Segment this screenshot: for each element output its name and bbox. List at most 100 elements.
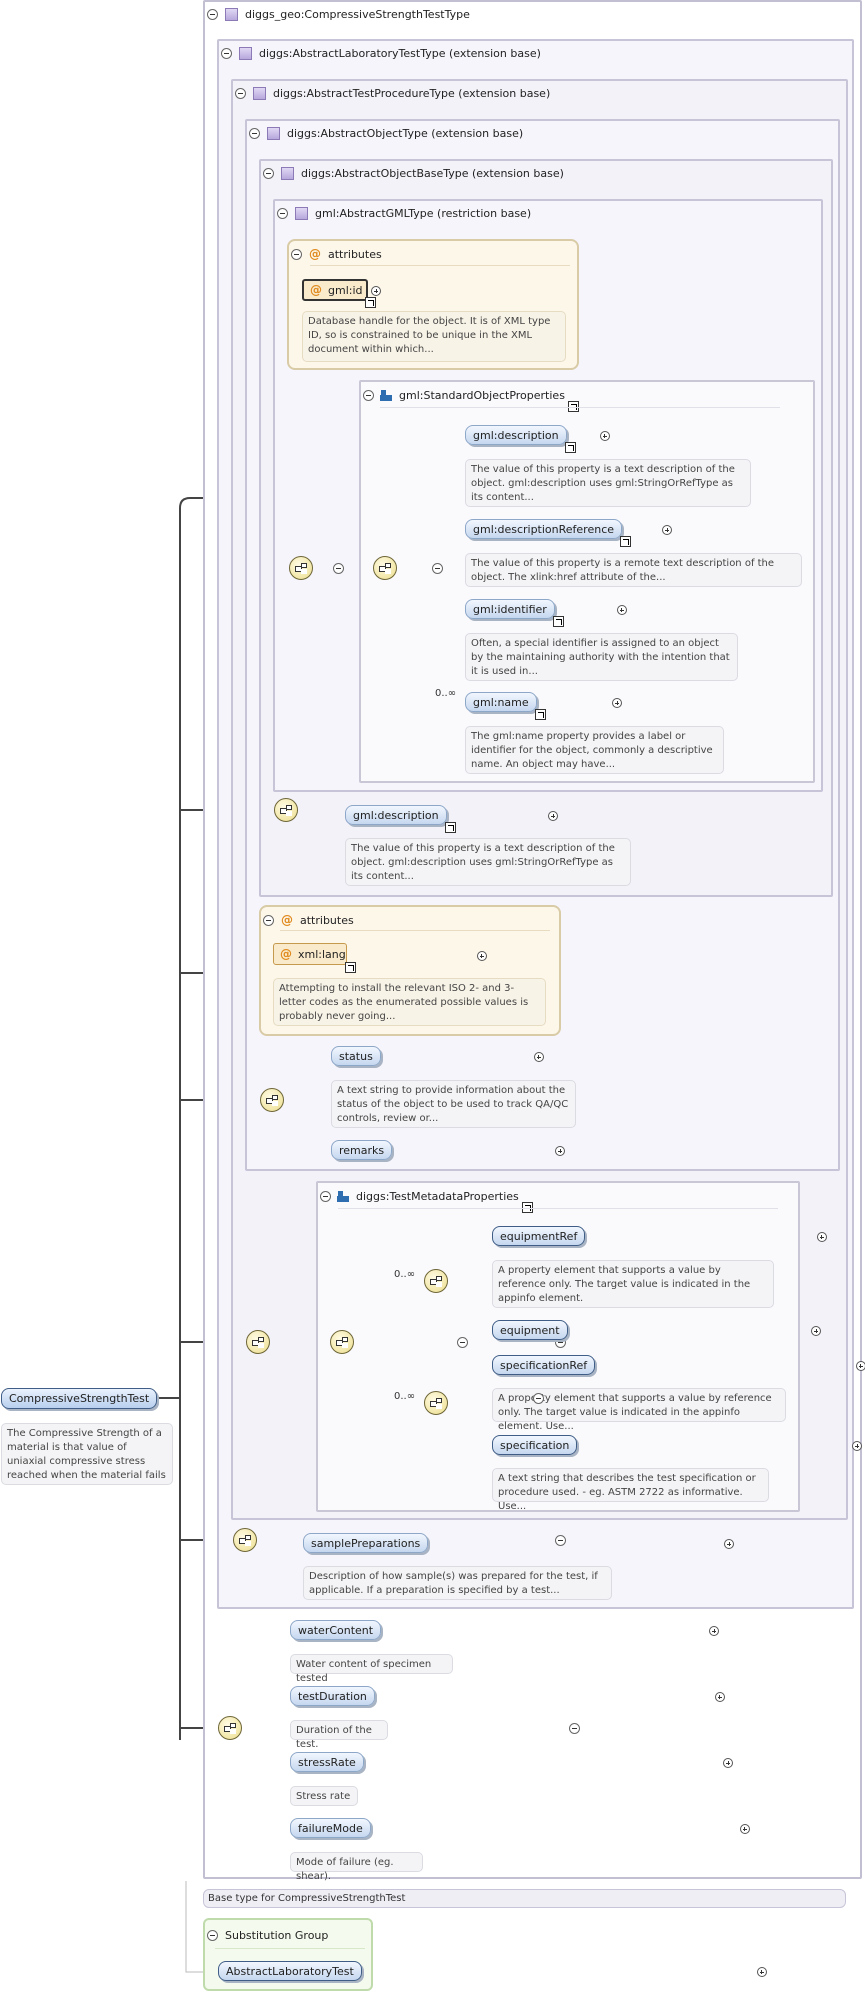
attributes-label: attributes	[300, 913, 354, 927]
expand-icon[interactable]	[739, 1824, 750, 1834]
expand-icon[interactable]	[612, 698, 622, 708]
reference-link-icon[interactable]	[620, 536, 632, 547]
reference-link-icon[interactable]	[534, 709, 546, 720]
expand-icon[interactable]	[371, 286, 381, 296]
group-icon	[381, 389, 392, 401]
element-equipment[interactable]: equipment	[492, 1320, 568, 1340]
expand-icon[interactable]	[756, 1967, 767, 1977]
element-sample-preparations[interactable]: samplePreparations	[303, 1533, 429, 1553]
collapse-toggle[interactable]	[221, 47, 232, 59]
complex-type-icon	[239, 46, 252, 60]
reference-link-icon[interactable]	[365, 297, 376, 308]
element-failure-mode[interactable]: failureMode	[290, 1818, 371, 1838]
collapse-toggle[interactable]	[235, 87, 246, 99]
collapse-toggle[interactable]	[332, 563, 344, 574]
element-doc: A property element that supports a value…	[492, 1260, 774, 1308]
occurrence-label: 0..∞	[435, 688, 457, 699]
divider	[280, 930, 550, 931]
element-gml-name[interactable]: gml:name	[465, 692, 546, 720]
element-doc: A property element that supports a value…	[492, 1388, 786, 1432]
expand-icon[interactable]	[724, 1539, 734, 1549]
collapse-toggle[interactable]	[432, 563, 443, 574]
element-equipment-ref[interactable]: equipmentRef	[492, 1226, 586, 1246]
sequence-compositor-icon[interactable]	[330, 1330, 354, 1354]
divider	[338, 1208, 778, 1209]
reference-link-icon[interactable]	[564, 442, 576, 453]
element-specification-ref[interactable]: specificationRef	[492, 1355, 596, 1375]
expand-icon[interactable]	[555, 1146, 565, 1156]
element-doc: The value of this property is a text des…	[465, 459, 751, 507]
reference-link-icon[interactable]	[444, 822, 456, 833]
expand-icon[interactable]	[548, 811, 558, 821]
collapse-toggle[interactable]	[554, 1535, 566, 1546]
sequence-compositor-icon[interactable]	[246, 1330, 270, 1354]
element-water-content[interactable]: waterContent	[290, 1620, 382, 1640]
expand-icon[interactable]	[533, 1052, 544, 1062]
element-remarks[interactable]: remarks	[331, 1140, 393, 1160]
element-doc: Often, a special identifier is assigned …	[465, 633, 738, 681]
element-gml-identifier[interactable]: gml:identifier	[465, 599, 564, 627]
sequence-compositor-icon[interactable]	[289, 556, 313, 580]
collapse-toggle[interactable]	[320, 1190, 331, 1202]
complex-type-icon	[225, 7, 238, 21]
choice-compositor-icon[interactable]	[424, 1391, 448, 1415]
root-doc: The Compressive Strength of a material i…	[1, 1423, 173, 1485]
element-specification[interactable]: specification	[492, 1435, 578, 1455]
collapse-toggle[interactable]	[207, 1929, 218, 1941]
element-doc: Stress rate	[290, 1786, 358, 1806]
complex-type-icon	[267, 126, 280, 140]
collapse-toggle[interactable]	[249, 127, 260, 139]
sequence-compositor-icon[interactable]	[260, 1088, 284, 1112]
expand-icon[interactable]	[476, 951, 487, 961]
group-header: gml:StandardObjectProperties	[363, 386, 579, 412]
type-label: diggs:AbstractObjectType (extension base…	[287, 126, 524, 140]
choice-compositor-icon[interactable]	[424, 1269, 448, 1293]
reference-link-icon[interactable]	[345, 962, 356, 973]
collapse-toggle[interactable]	[263, 914, 274, 926]
element-gml-description[interactable]: gml:description	[465, 425, 576, 453]
expand-icon[interactable]	[816, 1232, 827, 1242]
element-stress-rate[interactable]: stressRate	[290, 1752, 364, 1772]
expand-icon[interactable]	[723, 1758, 733, 1768]
element-abstract-laboratory-test[interactable]: AbstractLaboratoryTest	[218, 1961, 362, 1981]
reference-link-icon[interactable]	[567, 400, 579, 412]
attribute-icon: @	[280, 947, 292, 961]
sequence-compositor-icon[interactable]	[218, 1716, 242, 1740]
attribute-gml-id[interactable]: @ gml:id	[302, 279, 376, 308]
attribute-name: xml:lang	[298, 947, 346, 961]
substitution-group-header: Substitution Group	[207, 1926, 328, 1944]
collapse-toggle[interactable]	[263, 167, 274, 179]
expand-icon[interactable]	[709, 1626, 719, 1636]
reference-link-icon[interactable]	[521, 1201, 533, 1213]
collapse-toggle[interactable]	[533, 1393, 544, 1404]
collapse-toggle[interactable]	[363, 389, 374, 401]
element-test-duration[interactable]: testDuration	[290, 1686, 375, 1706]
root-element-compressive-strength-test[interactable]: CompressiveStrengthTest	[1, 1388, 158, 1409]
sequence-compositor-icon[interactable]	[373, 556, 397, 580]
element-gml-description-reference[interactable]: gml:descriptionReference	[465, 519, 632, 547]
collapse-toggle[interactable]	[207, 8, 218, 20]
expand-icon[interactable]	[599, 431, 610, 441]
sequence-compositor-icon[interactable]	[274, 798, 298, 822]
collapse-toggle[interactable]	[291, 248, 302, 260]
collapse-toggle[interactable]	[277, 207, 288, 219]
collapse-toggle[interactable]	[568, 1723, 580, 1734]
expand-icon[interactable]	[714, 1692, 725, 1702]
element-gml-description[interactable]: gml:description	[345, 805, 456, 833]
element-status[interactable]: status	[331, 1046, 381, 1066]
expand-icon[interactable]	[852, 1441, 862, 1451]
attribute-doc: Database handle for the object. It is of…	[302, 311, 566, 362]
expand-icon[interactable]	[855, 1361, 865, 1371]
sequence-compositor-icon[interactable]	[233, 1528, 257, 1552]
attributes-header: @ attributes	[263, 911, 354, 929]
attribute-xml-lang[interactable]: @ xml:lang	[273, 943, 356, 973]
type-label: diggs_geo:CompressiveStrengthTestType	[245, 7, 470, 21]
complex-type-icon	[281, 166, 294, 180]
occurrence-label: 0..∞	[394, 1269, 416, 1280]
collapse-toggle[interactable]	[456, 1337, 468, 1348]
expand-icon[interactable]	[811, 1326, 821, 1336]
complex-type-icon	[253, 86, 266, 100]
expand-icon[interactable]	[616, 605, 627, 615]
expand-icon[interactable]	[662, 525, 672, 535]
reference-link-icon[interactable]	[552, 616, 564, 627]
